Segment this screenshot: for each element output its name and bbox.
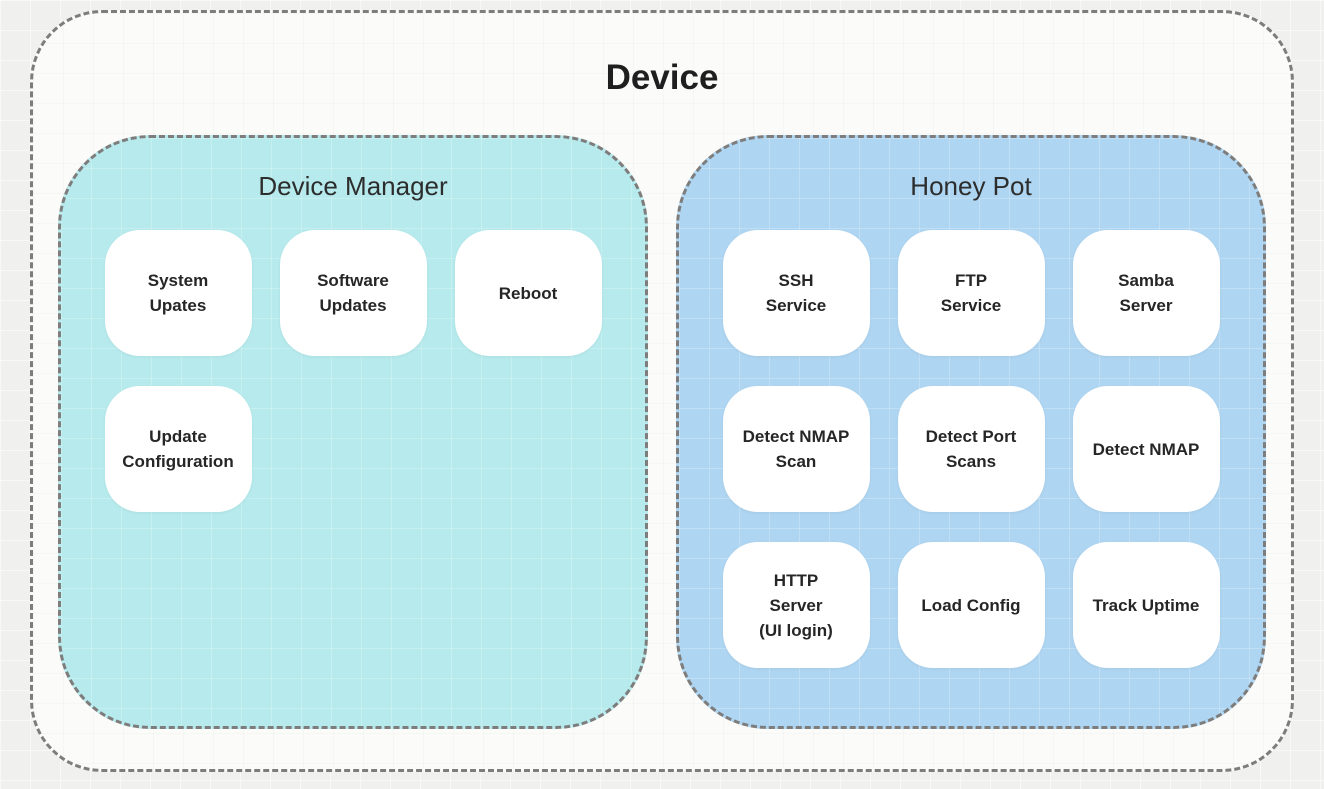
card-detect-nmap-scan: Detect NMAP Scan (722, 386, 870, 512)
section-device-manager: Device Manager System Upates Software Up… (58, 135, 648, 729)
card-system-updates: System Upates (104, 230, 252, 356)
card-label: Samba Server (1118, 271, 1174, 315)
card-update-configuration: Update Configuration (104, 386, 252, 512)
honey-pot-cards: SSH Service FTP Service Samba Server Det… (679, 230, 1263, 668)
sections-row: Device Manager System Upates Software Up… (33, 135, 1291, 729)
card-label: Software Updates (317, 271, 389, 315)
device-title: Device (605, 58, 719, 97)
card-track-uptime: Track Uptime (1072, 542, 1220, 668)
card-label: FTP Service (940, 271, 1002, 315)
card-software-updates: Software Updates (279, 230, 427, 356)
card-label: Detect NMAP Scan (742, 427, 850, 471)
device-container: Device Device Manager System Upates Soft… (30, 10, 1294, 772)
card-label: Load Config (921, 595, 1021, 615)
honey-pot-title: Honey Pot (910, 171, 1032, 201)
card-label: Update Configuration (122, 427, 234, 471)
card-ftp-service: FTP Service (897, 230, 1045, 356)
section-honey-pot: Honey Pot SSH Service FTP Service Samba … (676, 135, 1266, 729)
card-label: HTTP Server (UI login) (759, 570, 833, 640)
card-load-config: Load Config (897, 542, 1045, 668)
card-detect-nmap: Detect NMAP (1072, 386, 1220, 512)
card-label: Track Uptime (1092, 595, 1200, 615)
card-label: Detect NMAP (1092, 439, 1200, 459)
card-detect-port-scans: Detect Port Scans (897, 386, 1045, 512)
card-label: Reboot (498, 283, 558, 303)
card-label: SSH Service (765, 271, 827, 315)
card-ssh-service: SSH Service (722, 230, 870, 356)
card-samba-server: Samba Server (1072, 230, 1220, 356)
device-manager-cards: System Upates Software Updates Reboot Up… (61, 230, 645, 512)
card-label: Detect Port Scans (925, 427, 1017, 471)
card-http-server-ui-login: HTTP Server (UI login) (722, 542, 870, 668)
card-reboot: Reboot (454, 230, 602, 356)
device-manager-title: Device Manager (258, 171, 448, 201)
card-label: System Upates (147, 271, 209, 315)
